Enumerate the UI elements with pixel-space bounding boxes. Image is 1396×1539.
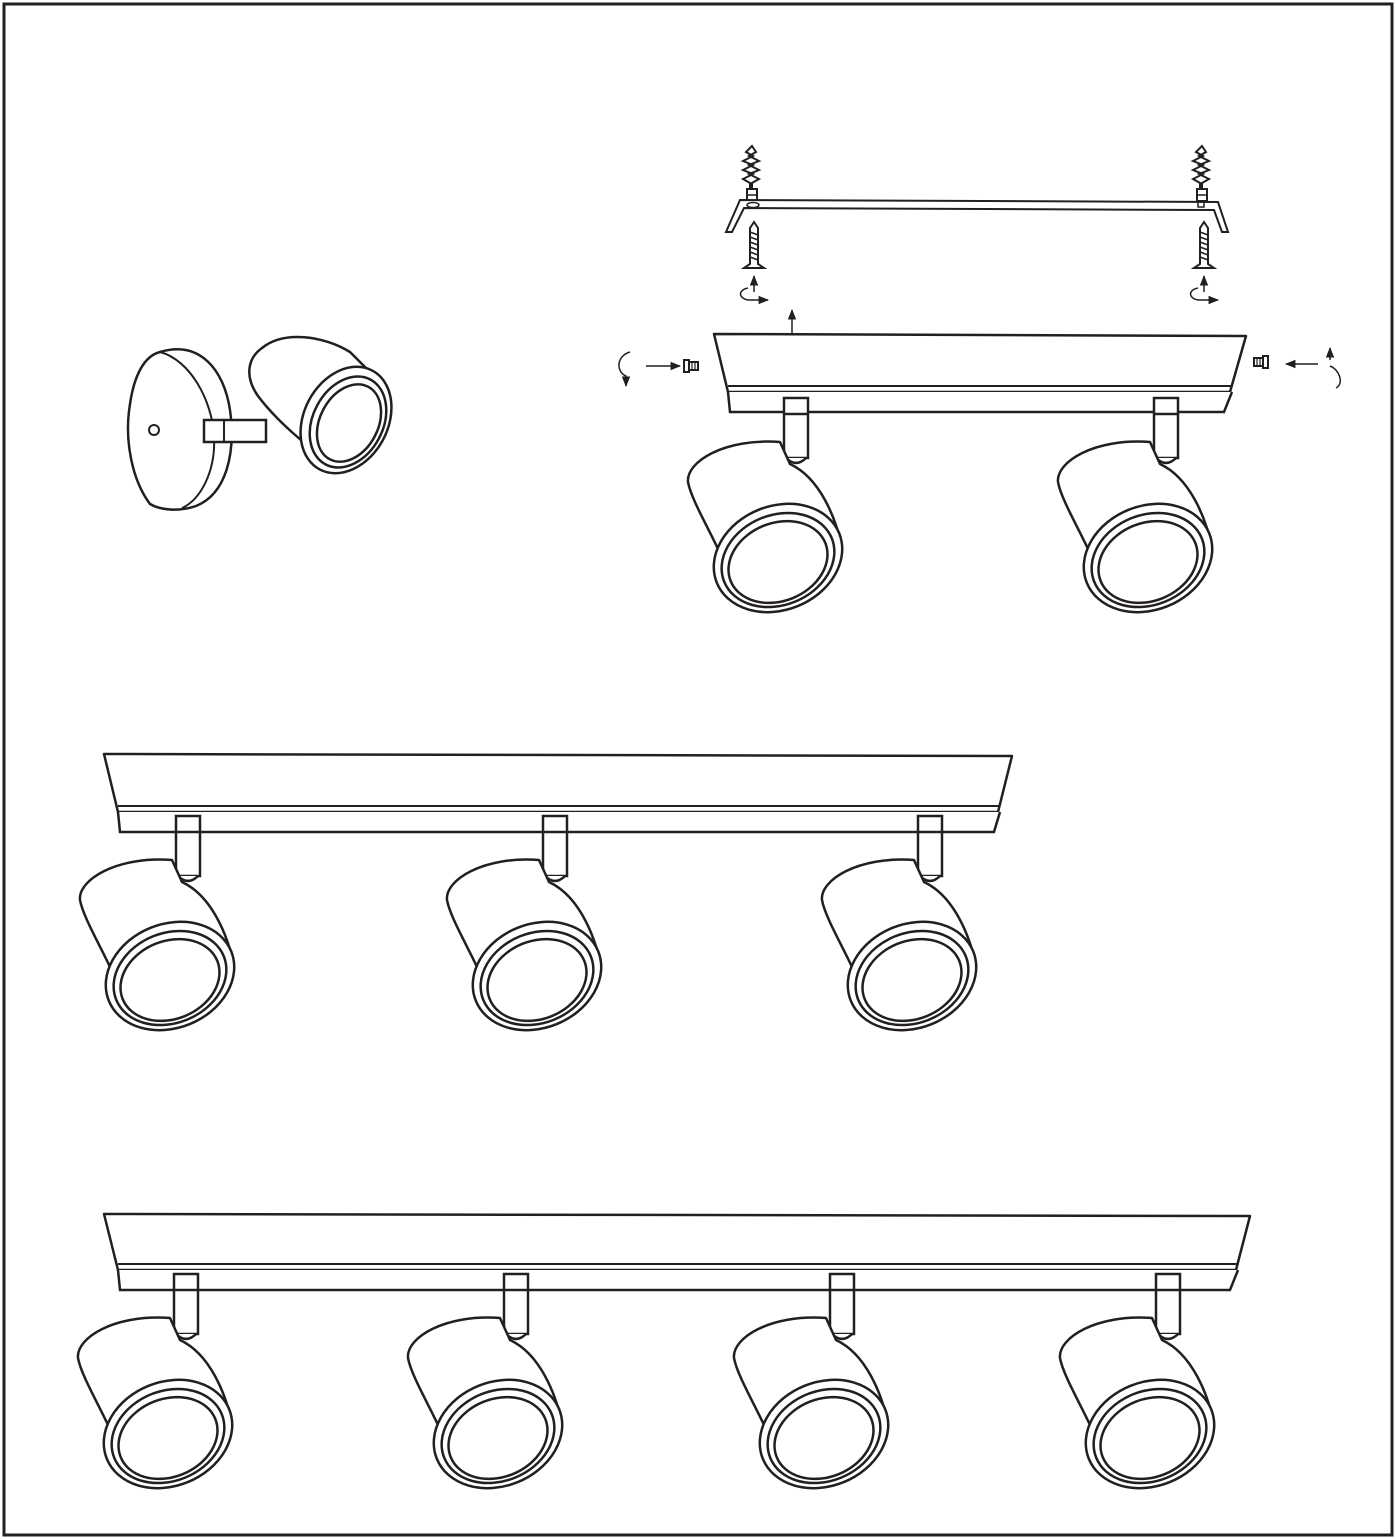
spot-bar-three — [78, 752, 1014, 1051]
mounting-bracket — [724, 198, 1230, 233]
side-grub-screw-left — [683, 359, 699, 373]
spot-head-2 — [406, 1272, 580, 1509]
spot-head-1 — [686, 396, 860, 633]
wall-plug-left — [742, 145, 760, 202]
wall-plug-right — [1192, 145, 1210, 202]
spot-head-2 — [1056, 396, 1230, 633]
screw-left — [743, 221, 765, 269]
spot-head-4 — [1058, 1272, 1232, 1509]
spot-bar-four — [76, 1212, 1252, 1509]
screw-right — [1193, 221, 1215, 269]
spot-head-2 — [445, 814, 619, 1051]
spot-head-3 — [732, 1272, 906, 1509]
spot-head-1 — [78, 814, 252, 1051]
wall-spot-single — [126, 335, 393, 511]
spot-head-3 — [820, 814, 994, 1051]
spot-head-1 — [76, 1272, 250, 1509]
side-grub-screw-right — [1253, 355, 1269, 369]
mounting-instructions — [618, 145, 1341, 633]
